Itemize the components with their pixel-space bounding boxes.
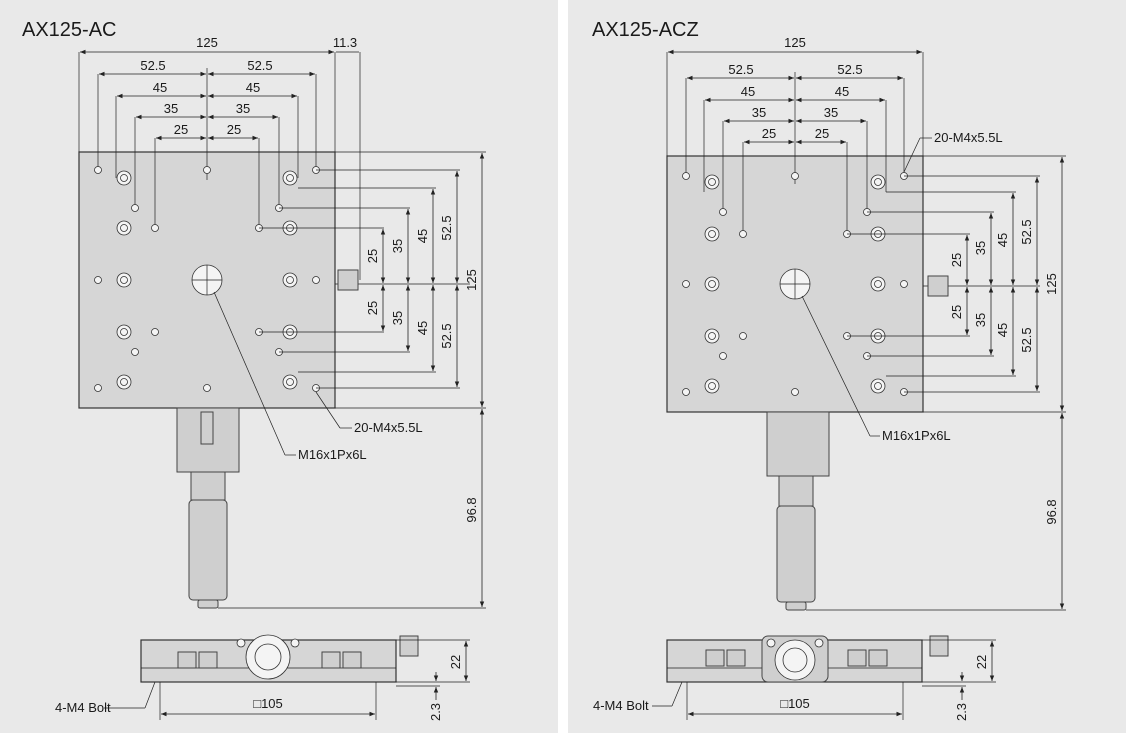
panel-title: AX125-ACZ xyxy=(592,19,699,41)
dim-width-total: 125 xyxy=(196,35,218,50)
dim-v-25-top: 25 xyxy=(949,253,964,267)
callout-holes: 20-M4x5.5L xyxy=(934,130,1003,145)
dim-knob-offset: 11.3 xyxy=(333,35,357,50)
dim-v-25-bottom: 25 xyxy=(949,305,964,319)
dim-h-25-right: 25 xyxy=(815,126,829,141)
dim-side-22: 22 xyxy=(448,655,463,669)
dim-side-105: □105 xyxy=(780,696,810,711)
dim-v-35-top: 35 xyxy=(390,239,405,253)
dim-h-35-right: 35 xyxy=(824,105,838,120)
dim-h-52-5-left: 52.5 xyxy=(728,62,753,77)
dim-width-total: 125 xyxy=(784,35,806,50)
dim-v-52-5-top: 52.5 xyxy=(1019,219,1034,244)
dim-v-52-5-bottom: 52.5 xyxy=(439,323,454,348)
side-view: 22 2.3 □105 4-M4 Bolt xyxy=(593,635,996,721)
dim-h-25-left: 25 xyxy=(174,122,188,137)
vertical-dimensions: 25 25 35 35 45 45 52.5 52.5 125 xyxy=(259,151,486,409)
dim-h-35-left: 35 xyxy=(752,105,766,120)
dim-v-45-bottom: 45 xyxy=(995,323,1010,337)
dim-h-52-5-left: 52.5 xyxy=(140,58,165,73)
dim-side-2-3: 2.3 xyxy=(428,703,443,721)
dim-v-52-5-bottom: 52.5 xyxy=(1019,327,1034,352)
dim-v-25-top: 25 xyxy=(365,249,380,263)
panel-ax125-acz: AX125-ACZ 125 52.5 52.5 45 45 35 xyxy=(568,0,1126,733)
callout-bolt: 4-M4 Bolt xyxy=(55,700,111,715)
dim-h-25-right: 25 xyxy=(227,122,241,137)
dim-v-45-bottom: 45 xyxy=(415,321,430,335)
callout-bolt: 4-M4 Bolt xyxy=(593,698,649,713)
callout-center: M16x1Px6L xyxy=(882,428,951,443)
callout-center: M16x1Px6L xyxy=(298,447,367,462)
dim-h-45-left: 45 xyxy=(741,84,755,99)
dim-h-52-5-right: 52.5 xyxy=(247,58,272,73)
dim-v-35-bottom: 35 xyxy=(390,311,405,325)
dim-side-22: 22 xyxy=(974,655,989,669)
dim-v-52-5-top: 52.5 xyxy=(439,215,454,240)
dim-h-52-5-right: 52.5 xyxy=(837,62,862,77)
dim-v-35-bottom: 35 xyxy=(973,313,988,327)
micrometer: 96.8 xyxy=(176,407,486,609)
vertical-dimensions: 25 25 35 35 45 45 52.5 52.5 125 xyxy=(847,155,1066,413)
horizontal-dimensions: 125 52.5 52.5 45 45 35 35 25 25 xyxy=(666,35,924,234)
panel-ax125-ac: AX125-AC 125 11.3 52.5 52.5 45 45 xyxy=(0,0,558,733)
dim-v-96-8: 96.8 xyxy=(464,497,479,522)
dim-h-45-right: 45 xyxy=(835,84,849,99)
panel-title: AX125-AC xyxy=(22,19,117,41)
dim-v-125: 125 xyxy=(1044,273,1059,295)
dim-v-25-bottom: 25 xyxy=(365,301,380,315)
side-view: 22 2.3 □105 4-M4 Bolt xyxy=(55,634,470,721)
dim-v-45-top: 45 xyxy=(415,229,430,243)
dim-v-125: 125 xyxy=(464,269,479,291)
dim-side-105: □105 xyxy=(253,696,283,711)
dim-h-45-left: 45 xyxy=(153,80,167,95)
dim-h-25-left: 25 xyxy=(762,126,776,141)
dim-v-96-8: 96.8 xyxy=(1044,499,1059,524)
dim-v-35-top: 35 xyxy=(973,241,988,255)
dim-h-35-right: 35 xyxy=(236,101,250,116)
dim-h-45-right: 45 xyxy=(246,80,260,95)
micrometer: 96.8 xyxy=(766,411,1066,611)
dim-v-45-top: 45 xyxy=(995,233,1010,247)
callout-holes: 20-M4x5.5L xyxy=(354,420,423,435)
dim-side-2-3: 2.3 xyxy=(954,703,969,721)
horizontal-dimensions: 125 11.3 52.5 52.5 45 45 35 35 xyxy=(78,35,361,280)
dim-h-35-left: 35 xyxy=(164,101,178,116)
